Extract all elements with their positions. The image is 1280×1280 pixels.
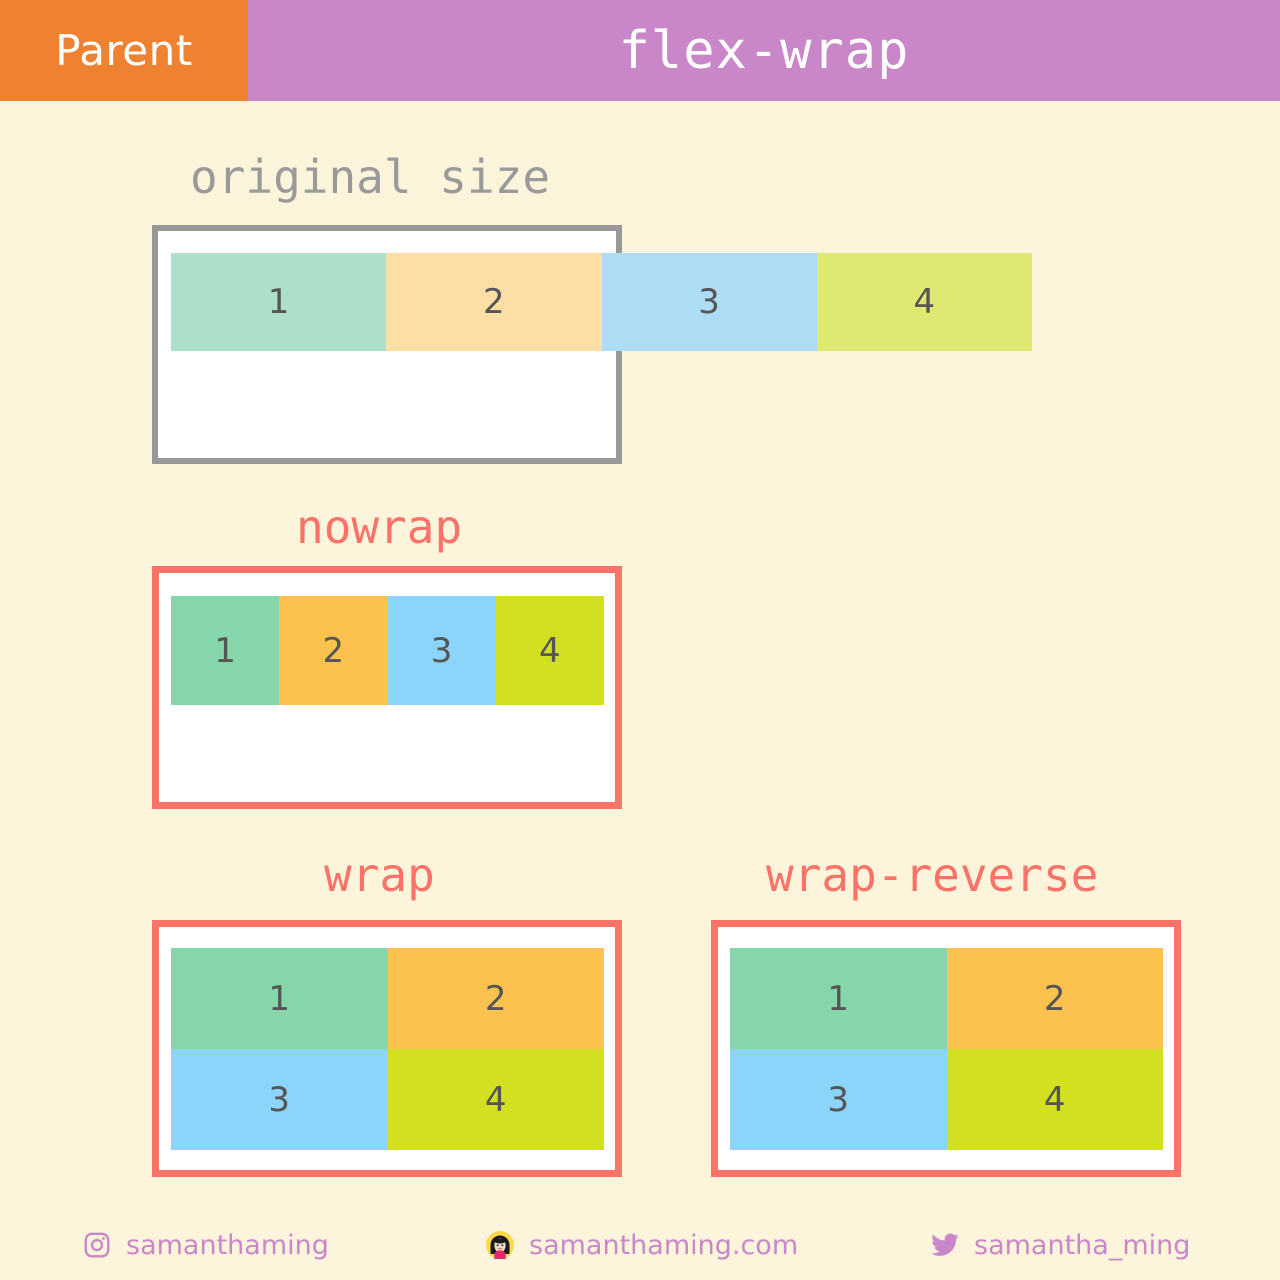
flex-item-2: 2 <box>946 948 1163 1049</box>
flex-item-4: 4 <box>495 596 604 705</box>
parent-tab[interactable]: Parent <box>0 0 248 101</box>
wrap-reverse-title: wrap-reverse <box>766 848 1099 902</box>
wrap-title: wrap <box>324 848 435 902</box>
nowrap-items: 1 2 3 4 <box>171 596 604 705</box>
footer-instagram-label: samanthaming <box>126 1229 329 1261</box>
flex-item-3: 3 <box>730 1049 947 1150</box>
flex-item-1: 1 <box>171 596 280 705</box>
parent-tab-label: Parent <box>55 26 193 75</box>
flex-item-1: 1 <box>171 948 388 1049</box>
flex-item-2: 2 <box>279 596 388 705</box>
flex-item-3: 3 <box>601 253 817 351</box>
flex-item-3: 3 <box>387 596 496 705</box>
flex-item-2: 2 <box>386 253 602 351</box>
flex-item-4: 4 <box>946 1049 1163 1150</box>
flex-item-1: 1 <box>171 253 387 351</box>
original-size-items: 1 2 3 4 <box>171 253 1032 351</box>
page-title: flex-wrap <box>618 20 910 81</box>
footer-website-label: samanthaming.com <box>529 1229 799 1261</box>
header-title-area: flex-wrap <box>248 0 1280 101</box>
nowrap-title: nowrap <box>296 500 463 554</box>
flex-item-2: 2 <box>387 948 604 1049</box>
avatar-icon <box>485 1230 515 1260</box>
flex-item-1: 1 <box>730 948 947 1049</box>
flex-item-3: 3 <box>171 1049 388 1150</box>
twitter-icon <box>930 1230 960 1260</box>
footer-instagram[interactable]: samanthaming <box>82 1230 329 1261</box>
header-bar: Parent flex-wrap <box>0 0 1280 101</box>
wrap-reverse-items: 3 4 1 2 <box>730 948 1163 1150</box>
wrap-items: 1 2 3 4 <box>171 948 604 1150</box>
flex-item-4: 4 <box>816 253 1032 351</box>
instagram-icon <box>82 1230 112 1260</box>
flex-item-4: 4 <box>387 1049 604 1150</box>
footer-twitter-label: samantha_ming <box>974 1229 1191 1261</box>
footer-twitter[interactable]: samantha_ming <box>930 1230 1190 1261</box>
footer: samanthaming samanthaming.com samantha_m… <box>0 1215 1280 1275</box>
original-size-title: original size <box>190 150 551 204</box>
footer-website[interactable]: samanthaming.com <box>485 1230 798 1261</box>
